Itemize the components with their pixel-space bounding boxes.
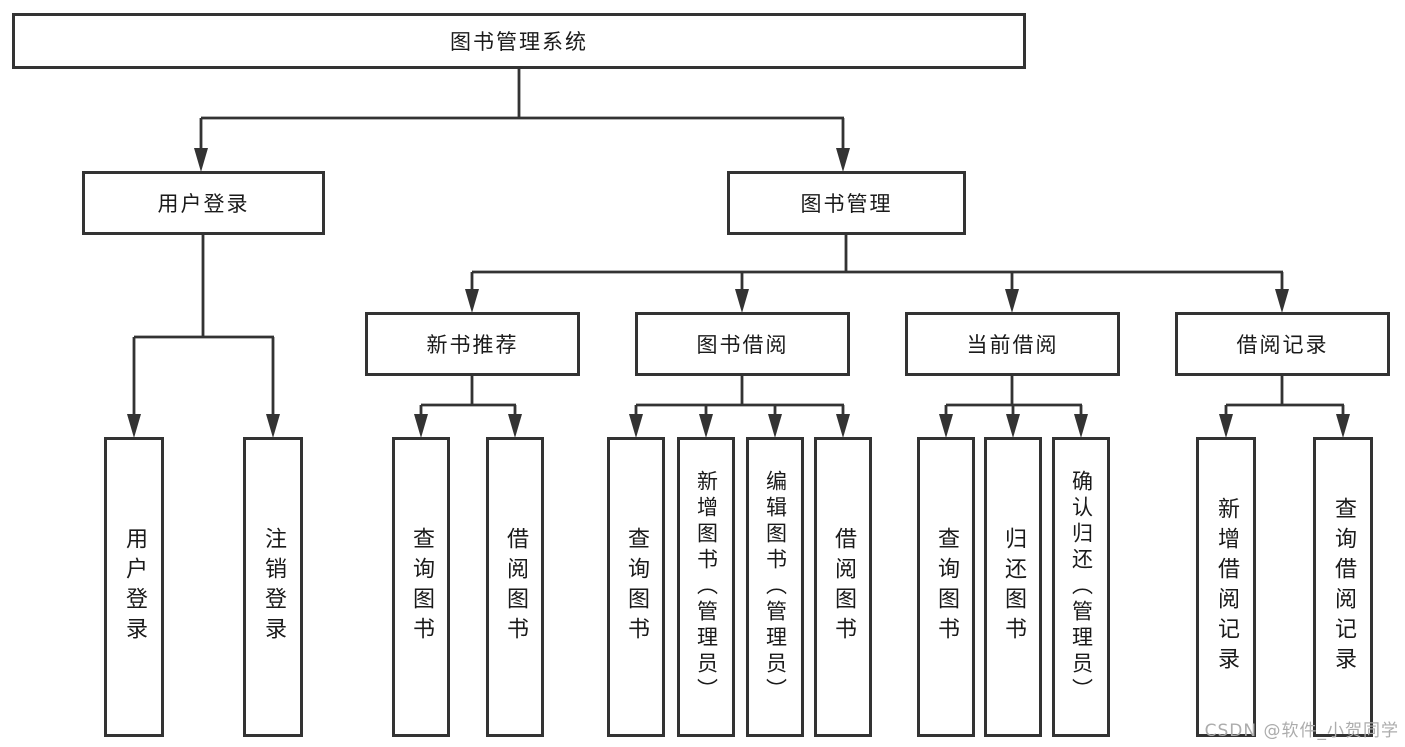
leaf-logout: 注销登录: [243, 437, 303, 737]
leaf-borrow-books-recommend: 借阅图书: [486, 437, 544, 737]
node-current-borrowing: 当前借阅: [905, 312, 1120, 376]
leaf-query-books-recommend-label: 查询图书: [409, 527, 434, 647]
leaf-add-books-admin-label: 新增图书（管理员）: [694, 470, 719, 704]
leaf-query-books-current-label: 查询图书: [934, 527, 959, 647]
leaf-query-borrow-record-label: 查询借阅记录: [1331, 497, 1356, 677]
leaf-query-books-recommend: 查询图书: [392, 437, 450, 737]
leaf-add-borrow-record: 新增借阅记录: [1196, 437, 1256, 737]
leaf-confirm-return-admin: 确认归还（管理员）: [1052, 437, 1110, 737]
node-root-system: 图书管理系统: [12, 13, 1026, 69]
leaf-borrow-books: 借阅图书: [814, 437, 872, 737]
leaf-logout-label: 注销登录: [261, 527, 286, 647]
leaf-query-borrow-record: 查询借阅记录: [1313, 437, 1373, 737]
node-book-borrowing: 图书借阅: [635, 312, 850, 376]
leaf-edit-books-admin-label: 编辑图书（管理员）: [763, 470, 788, 704]
leaf-query-books-borrow: 查询图书: [607, 437, 665, 737]
leaf-query-books-current: 查询图书: [917, 437, 975, 737]
node-user-login: 用户登录: [82, 171, 325, 235]
leaf-add-borrow-record-label: 新增借阅记录: [1214, 497, 1239, 677]
leaf-return-books-label: 归还图书: [1001, 527, 1026, 647]
csdn-watermark: CSDN @软件_小贺同学: [1204, 721, 1399, 741]
leaf-query-books-borrow-label: 查询图书: [624, 527, 649, 647]
leaf-return-books: 归还图书: [984, 437, 1042, 737]
node-borrowing-records: 借阅记录: [1175, 312, 1390, 376]
node-new-book-recommendation: 新书推荐: [365, 312, 580, 376]
leaf-borrow-books-recommend-label: 借阅图书: [503, 527, 528, 647]
leaf-user-login: 用户登录: [104, 437, 164, 737]
leaf-add-books-admin: 新增图书（管理员）: [677, 437, 735, 737]
leaf-confirm-return-admin-label: 确认归还（管理员）: [1069, 470, 1094, 704]
leaf-edit-books-admin: 编辑图书（管理员）: [746, 437, 804, 737]
node-book-management: 图书管理: [727, 171, 966, 235]
leaf-user-login-label: 用户登录: [122, 527, 147, 647]
leaf-borrow-books-label: 借阅图书: [831, 527, 856, 647]
